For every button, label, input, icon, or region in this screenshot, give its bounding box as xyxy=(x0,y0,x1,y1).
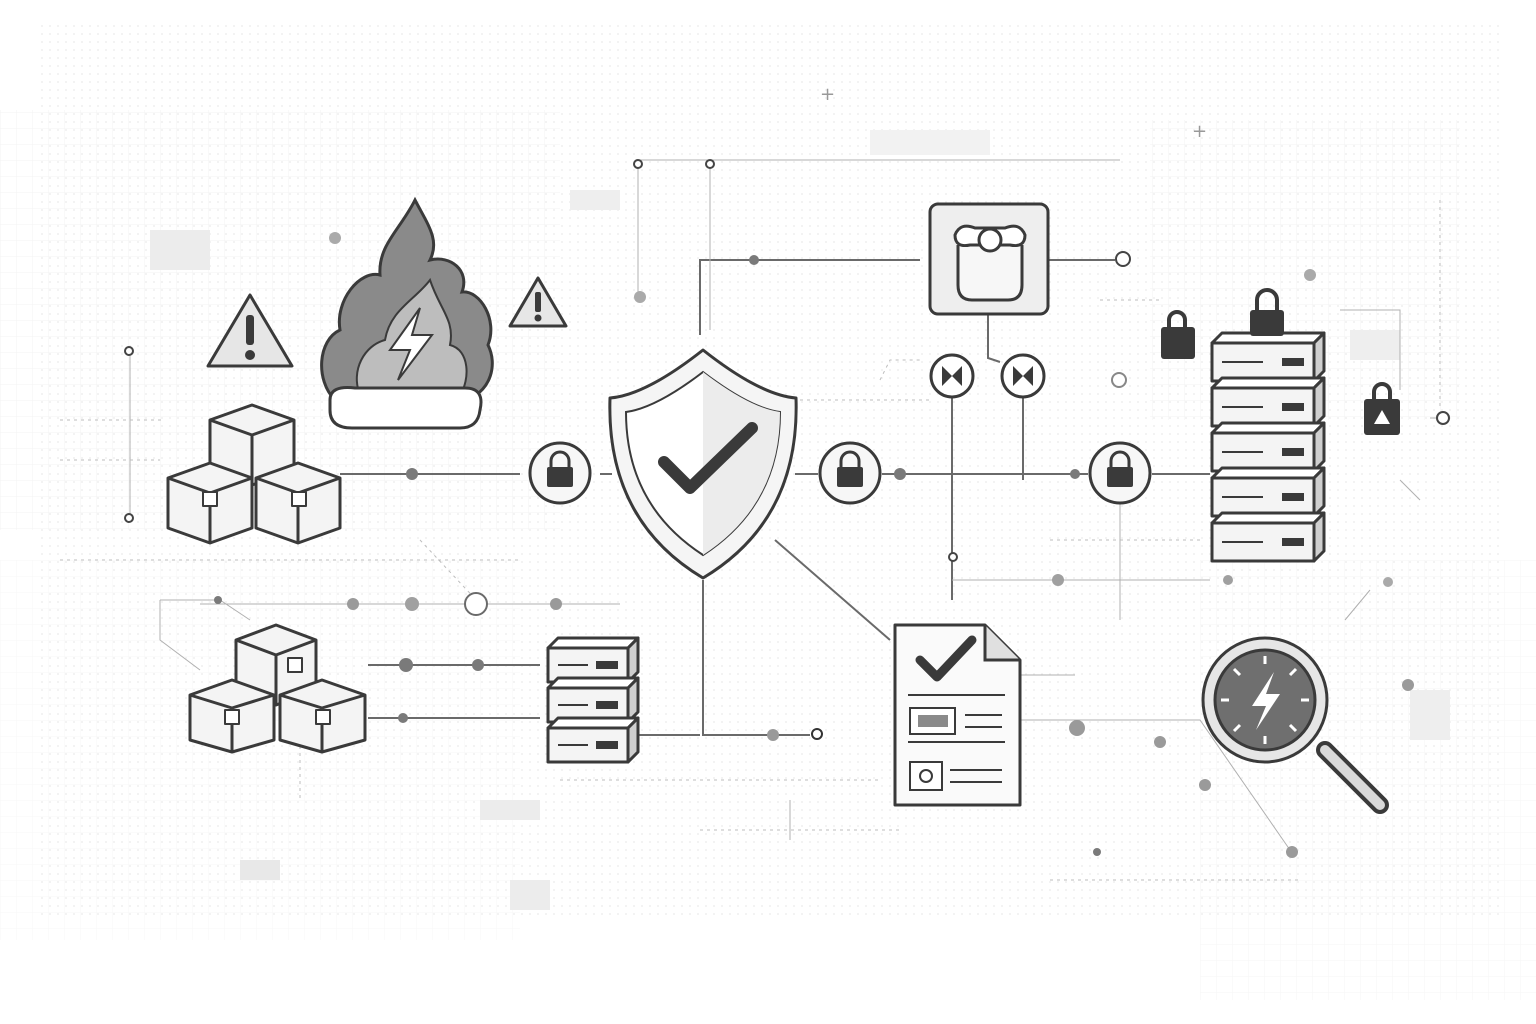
lock-icon xyxy=(1088,441,1152,505)
camera-device-icon xyxy=(928,202,1050,316)
lock-icon xyxy=(1250,288,1284,336)
server-unit xyxy=(1282,358,1304,366)
cube-cluster-icon xyxy=(188,623,367,754)
server-stack-icon xyxy=(1210,331,1326,563)
svg-text:+: + xyxy=(820,84,835,105)
shield-check-icon xyxy=(608,348,798,580)
server-unit xyxy=(1282,448,1304,456)
server-stack-icon xyxy=(546,636,640,764)
server-unit xyxy=(596,661,618,669)
server-unit xyxy=(596,741,618,749)
fan-icon xyxy=(1000,353,1046,399)
warning-icon xyxy=(206,293,294,368)
lock-icon xyxy=(1161,310,1195,359)
fan-icon xyxy=(929,353,975,399)
lock-icon xyxy=(528,441,592,505)
lightning-icon xyxy=(388,307,435,381)
svg-text:+: + xyxy=(1192,121,1207,142)
lock-icon xyxy=(1364,382,1400,435)
document-check-icon xyxy=(893,623,1022,807)
server-unit xyxy=(1282,538,1304,546)
fire-icon xyxy=(320,196,494,430)
connector-nodes xyxy=(124,159,1450,858)
server-unit xyxy=(1282,493,1304,501)
magnifier-gauge-icon xyxy=(1201,636,1389,814)
server-unit xyxy=(1282,403,1304,411)
warning-icon xyxy=(508,276,568,328)
server-unit xyxy=(596,701,618,709)
lock-icon xyxy=(818,441,882,505)
cube-cluster-icon xyxy=(166,403,342,545)
